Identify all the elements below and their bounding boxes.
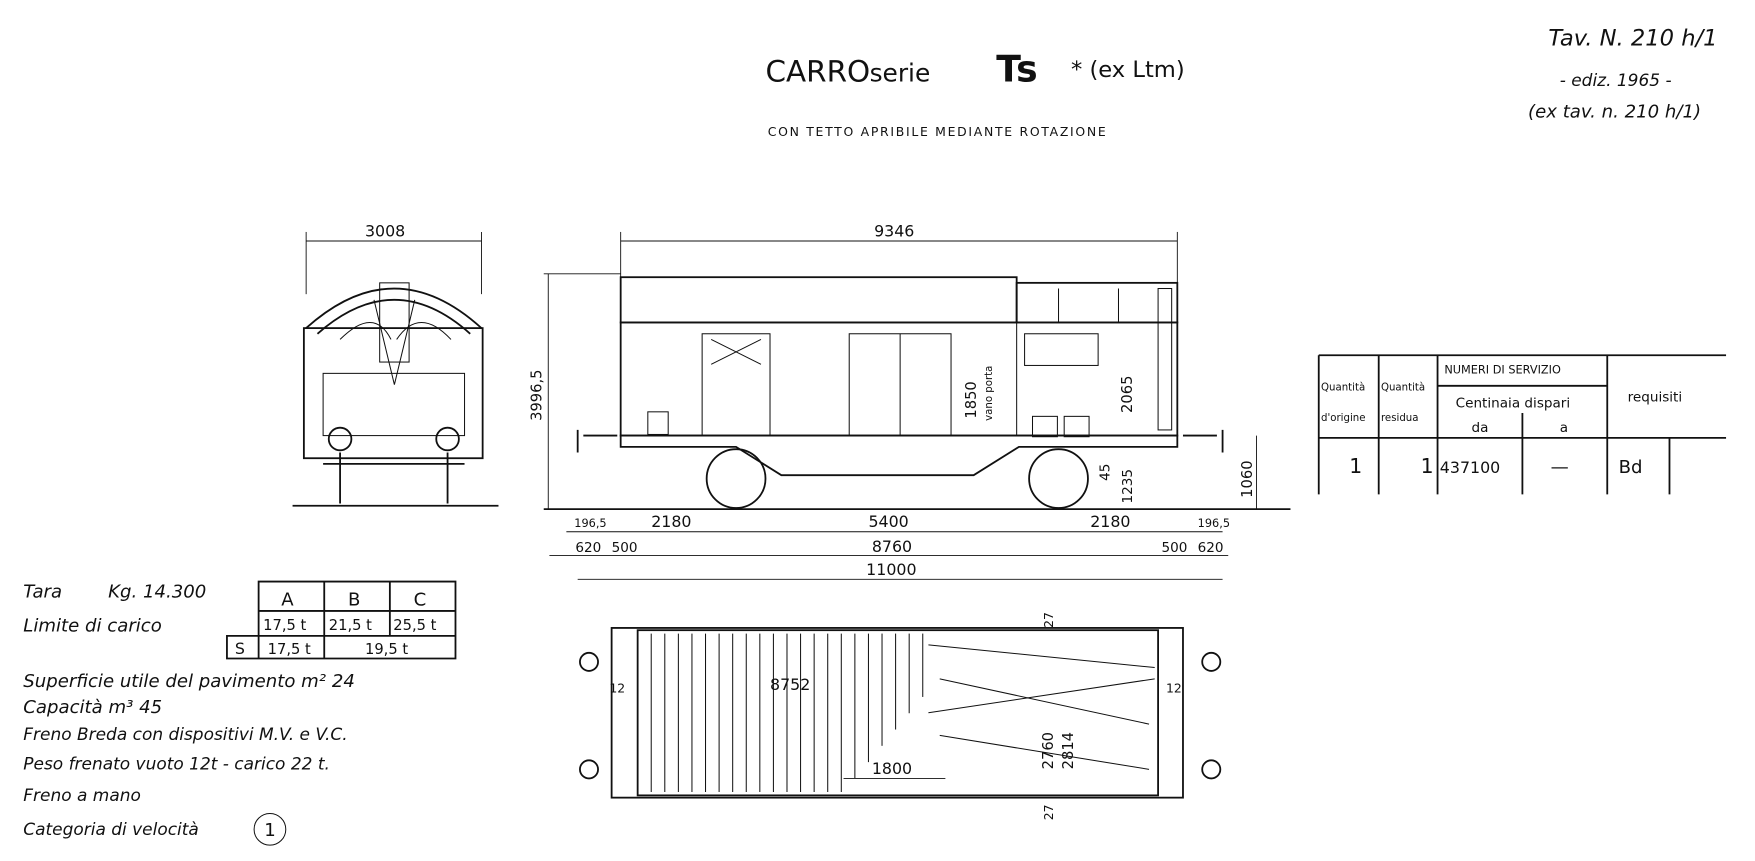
dim-head-right: 500 [1161, 540, 1187, 556]
load-header-b: B [348, 589, 360, 610]
load-c: 25,5 t [393, 617, 436, 634]
col-residual-2: residua [1381, 413, 1418, 424]
title-carro: CARRO [765, 54, 870, 88]
plan-view: 8752 12 12 27 27 2760 2814 1800 [579, 612, 1222, 820]
cell-requisiti: Bd [1619, 457, 1643, 478]
hand-brake: Freno a mano [23, 786, 141, 806]
capacity: Capacità m³ 45 [23, 697, 162, 718]
cell-to: — [1551, 457, 1569, 478]
plate-info: Tav. N. 210 h/1 - ediz. 1965 - (ex tav. … [1528, 25, 1718, 122]
load-header-c: C [414, 589, 427, 610]
dim-inner-height: 2065 [1119, 376, 1136, 413]
plate-edition: - ediz. 1965 - [1560, 71, 1672, 91]
dim-frame-length: 8760 [872, 537, 912, 556]
dim-buffer-right: 620 [1198, 540, 1224, 556]
dim-door-height: 1850 [963, 381, 980, 418]
dim-overhang-left: 196,5 [574, 517, 606, 530]
dim-buffer-left: 620 [575, 540, 601, 556]
load-b: 21,5 t [329, 617, 372, 634]
tara-value: Kg. 14.300 [108, 581, 206, 602]
title-block: CARRO serie Ts * (ex Ltm) CON TETTO APRI… [765, 47, 1184, 138]
dim-45: 45 [1097, 464, 1113, 481]
dim-head-left: 500 [612, 540, 638, 556]
to-header: a [1560, 420, 1568, 436]
cell-residual: 1 [1421, 454, 1434, 478]
floor-area: Superficie utile del pavimento m² 24 [23, 671, 355, 692]
dim-body-length: 9346 [874, 221, 914, 240]
col-origin-1: Quantità [1321, 381, 1365, 393]
specifications: Tara Kg. 14.300 Limite di carico A B C 1… [23, 580, 457, 846]
floor-planks [650, 633, 924, 792]
speed-category: 1 [264, 820, 276, 841]
dim-overall-length: 11000 [866, 560, 916, 579]
plate-former: (ex tav. n. 210 h/1) [1528, 102, 1701, 123]
dim-height: 3996,5 [528, 369, 545, 420]
dim-axle-left: 2180 [651, 512, 691, 531]
speed-category-label: Categoria di velocità [23, 820, 199, 840]
load-s-a: 17,5 t [268, 641, 311, 658]
cell-from: 437100 [1440, 458, 1500, 477]
dim-floor-length: 8752 [770, 675, 810, 694]
title-series-code: Ts [996, 47, 1037, 90]
dim-wheelbase: 5400 [868, 512, 908, 531]
dim-12-right: 12 [1166, 680, 1182, 695]
plate-number: Tav. N. 210 h/1 [1548, 25, 1717, 51]
load-header-a: A [281, 589, 294, 610]
dim-floor-height: 1235 [1120, 469, 1136, 504]
dim-outer-width: 2814 [1060, 732, 1077, 769]
dim-end-width: 3008 [365, 221, 405, 240]
title-subtitle: CON TETTO APRIBILE MEDIANTE ROTAZIONE [768, 124, 1108, 139]
tara-label: Tara [23, 581, 62, 602]
centinaia-header: Centinaia dispari [1456, 395, 1571, 411]
title-serie: serie [870, 58, 931, 87]
load-limit-table: A B C 17,5 t 21,5 t 25,5 t S 17,5 t 19,5… [226, 580, 457, 660]
dim-12-left: 12 [609, 680, 625, 695]
from-header: da [1471, 420, 1488, 436]
numbers-header: NUMERI DI SERVIZIO [1444, 363, 1561, 376]
col-residual-1: Quantità [1381, 381, 1425, 393]
dim-axle-right: 2180 [1090, 512, 1130, 531]
dim-door-label: vano porta [984, 366, 995, 421]
dim-inner-width: 2760 [1040, 732, 1057, 769]
load-a: 17,5 t [263, 617, 306, 634]
load-s-label: S [235, 639, 245, 658]
title-note: * (ex Ltm) [1071, 57, 1185, 83]
service-table: Quantità d'origine Quantità residua NUME… [1317, 354, 1727, 495]
braked-weight: Peso frenato vuoto 12t - carico 22 t. [23, 754, 330, 774]
load-s-bc: 19,5 t [365, 641, 408, 658]
requisiti-header: requisiti [1628, 390, 1683, 406]
dim-buffer-height: 1060 [1239, 460, 1256, 497]
brake: Freno Breda con dispositivi M.V. e V.C. [23, 725, 347, 745]
load-limit-label: Limite di carico [23, 615, 162, 636]
dim-door-opening: 1800 [872, 759, 912, 778]
dim-overhang-right: 196,5 [1198, 517, 1230, 530]
dim-27-bottom: 27 [1041, 804, 1056, 820]
col-origin-2: d'origine [1321, 413, 1365, 424]
cell-origin: 1 [1349, 454, 1362, 478]
end-view: 3008 [292, 221, 499, 507]
side-view: 9346 3996,5 1850 vano porta 2065 45 1235… [528, 221, 1291, 580]
dim-27-top: 27 [1041, 612, 1056, 628]
